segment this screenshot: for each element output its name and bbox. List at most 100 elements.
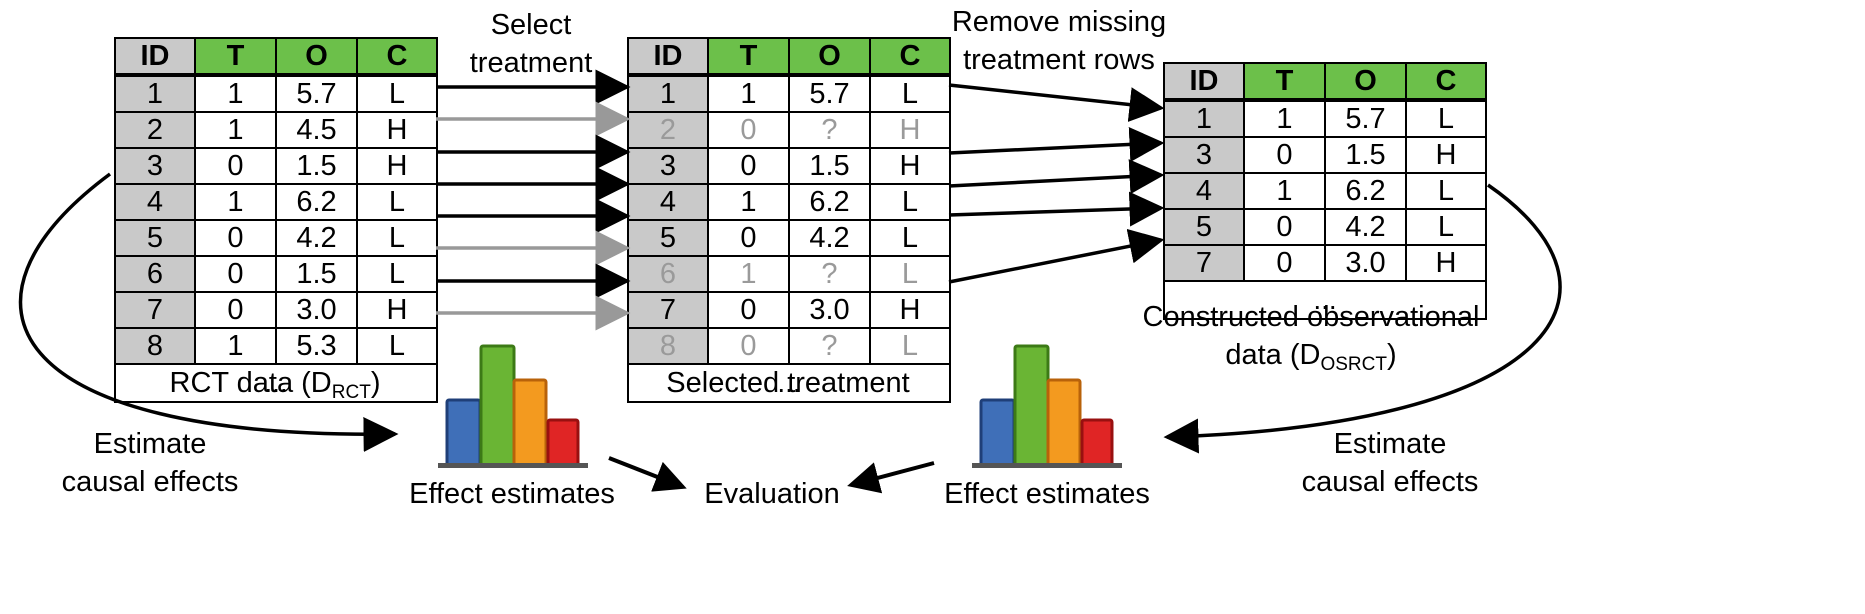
table-cell: 1 <box>707 183 790 221</box>
table-cell: 5 <box>627 219 709 257</box>
table-cell: 4.2 <box>1324 208 1407 246</box>
table-cell: 2 <box>627 111 709 149</box>
table-cell: 1 <box>707 255 790 293</box>
table-cell: 5.7 <box>788 74 871 113</box>
table-cell: H <box>869 111 951 149</box>
table-cell: 7 <box>1163 244 1245 282</box>
select-treatment-label: Select treatment <box>469 9 593 79</box>
table-cell: 7 <box>114 291 196 329</box>
obs-arrow-5 <box>948 191 1165 227</box>
ellipsis-row: ... <box>627 363 951 403</box>
table-cell: L <box>356 327 438 365</box>
table-cell: 5 <box>114 219 196 257</box>
table-cell: 1 <box>194 111 277 149</box>
table-cell: 0 <box>1243 244 1326 282</box>
table-cell: 3 <box>627 147 709 185</box>
table-cell: 0 <box>194 291 277 329</box>
table-cell: ? <box>788 255 871 293</box>
table-cell: 4 <box>627 183 709 221</box>
table-cell: 0 <box>194 147 277 185</box>
table-cell: 6.2 <box>1324 172 1407 210</box>
effect-estimates-left-label: Effect estimates <box>409 478 615 510</box>
table-cell: 6.2 <box>788 183 871 221</box>
table-cell: 1 <box>1163 99 1245 138</box>
table-cell: 1.5 <box>1324 136 1407 174</box>
bar-chart-icon-right <box>972 344 1122 468</box>
ellipsis-row: ... <box>1163 280 1487 320</box>
effect-estimates-right-label: Effect estimates <box>944 478 1150 510</box>
table-cell: 1 <box>114 74 196 113</box>
table-cell: L <box>1405 208 1487 246</box>
column-header: O <box>275 37 358 77</box>
table-cell: L <box>869 255 951 293</box>
estimate-right-curve <box>1163 183 1562 454</box>
table-cell: 6 <box>114 255 196 293</box>
table-cell: ? <box>788 327 871 365</box>
estimate-left-curve <box>18 172 399 452</box>
column-header: O <box>1324 62 1407 102</box>
table-cell: 1 <box>194 327 277 365</box>
table-cell: 0 <box>707 327 790 365</box>
table-cell: 5.7 <box>1324 99 1407 138</box>
table-cell: 0 <box>707 219 790 257</box>
remove-missing-arrows <box>948 83 1165 284</box>
table-cell: L <box>356 183 438 221</box>
column-header: T <box>194 37 277 77</box>
table-cell: 0 <box>1243 136 1326 174</box>
table-cell: H <box>869 147 951 185</box>
table-cell: L <box>869 219 951 257</box>
table-cell: 0 <box>707 111 790 149</box>
obs-arrow-7 <box>948 228 1165 284</box>
column-header: ID <box>114 37 196 77</box>
table-cell: 4.2 <box>788 219 871 257</box>
evaluation-arrow-right <box>847 461 935 494</box>
column-header: T <box>1243 62 1326 102</box>
column-header: ID <box>1163 62 1245 102</box>
table-cell: 1 <box>627 74 709 113</box>
table-cell: 5.7 <box>275 74 358 113</box>
obs-arrow-1 <box>948 83 1165 123</box>
obs-arrow-4 <box>948 159 1165 195</box>
table-cell: 2 <box>114 111 196 149</box>
table-cell: 3 <box>1163 136 1245 174</box>
evaluation-arrow-left <box>608 456 687 492</box>
table-cell: 5.3 <box>275 327 358 365</box>
ellipsis-cell: ... <box>627 363 951 403</box>
table-cell: ? <box>788 111 871 149</box>
rct-data-caption: RCT data (DRCT) <box>169 367 381 403</box>
table-cell: H <box>356 111 438 149</box>
obs-arrow-3 <box>948 127 1165 162</box>
table-cell: L <box>356 219 438 257</box>
ellipsis-cell: ... <box>1163 280 1487 320</box>
table-cell: L <box>1405 99 1487 138</box>
evaluation-label: Evaluation <box>704 478 840 510</box>
table-cell: 0 <box>1243 208 1326 246</box>
table-cell: H <box>1405 136 1487 174</box>
table-cell: H <box>356 291 438 329</box>
table-cell: 1 <box>1243 172 1326 210</box>
table-cell: 3.0 <box>788 291 871 329</box>
table-cell: L <box>869 183 951 221</box>
bar-chart-icon-left <box>438 344 588 468</box>
remove-missing-label: Remove missing treatment rows <box>951 6 1167 76</box>
table-cell: 5 <box>1163 208 1245 246</box>
table-cell: 3.0 <box>275 291 358 329</box>
table-cell: L <box>869 74 951 113</box>
